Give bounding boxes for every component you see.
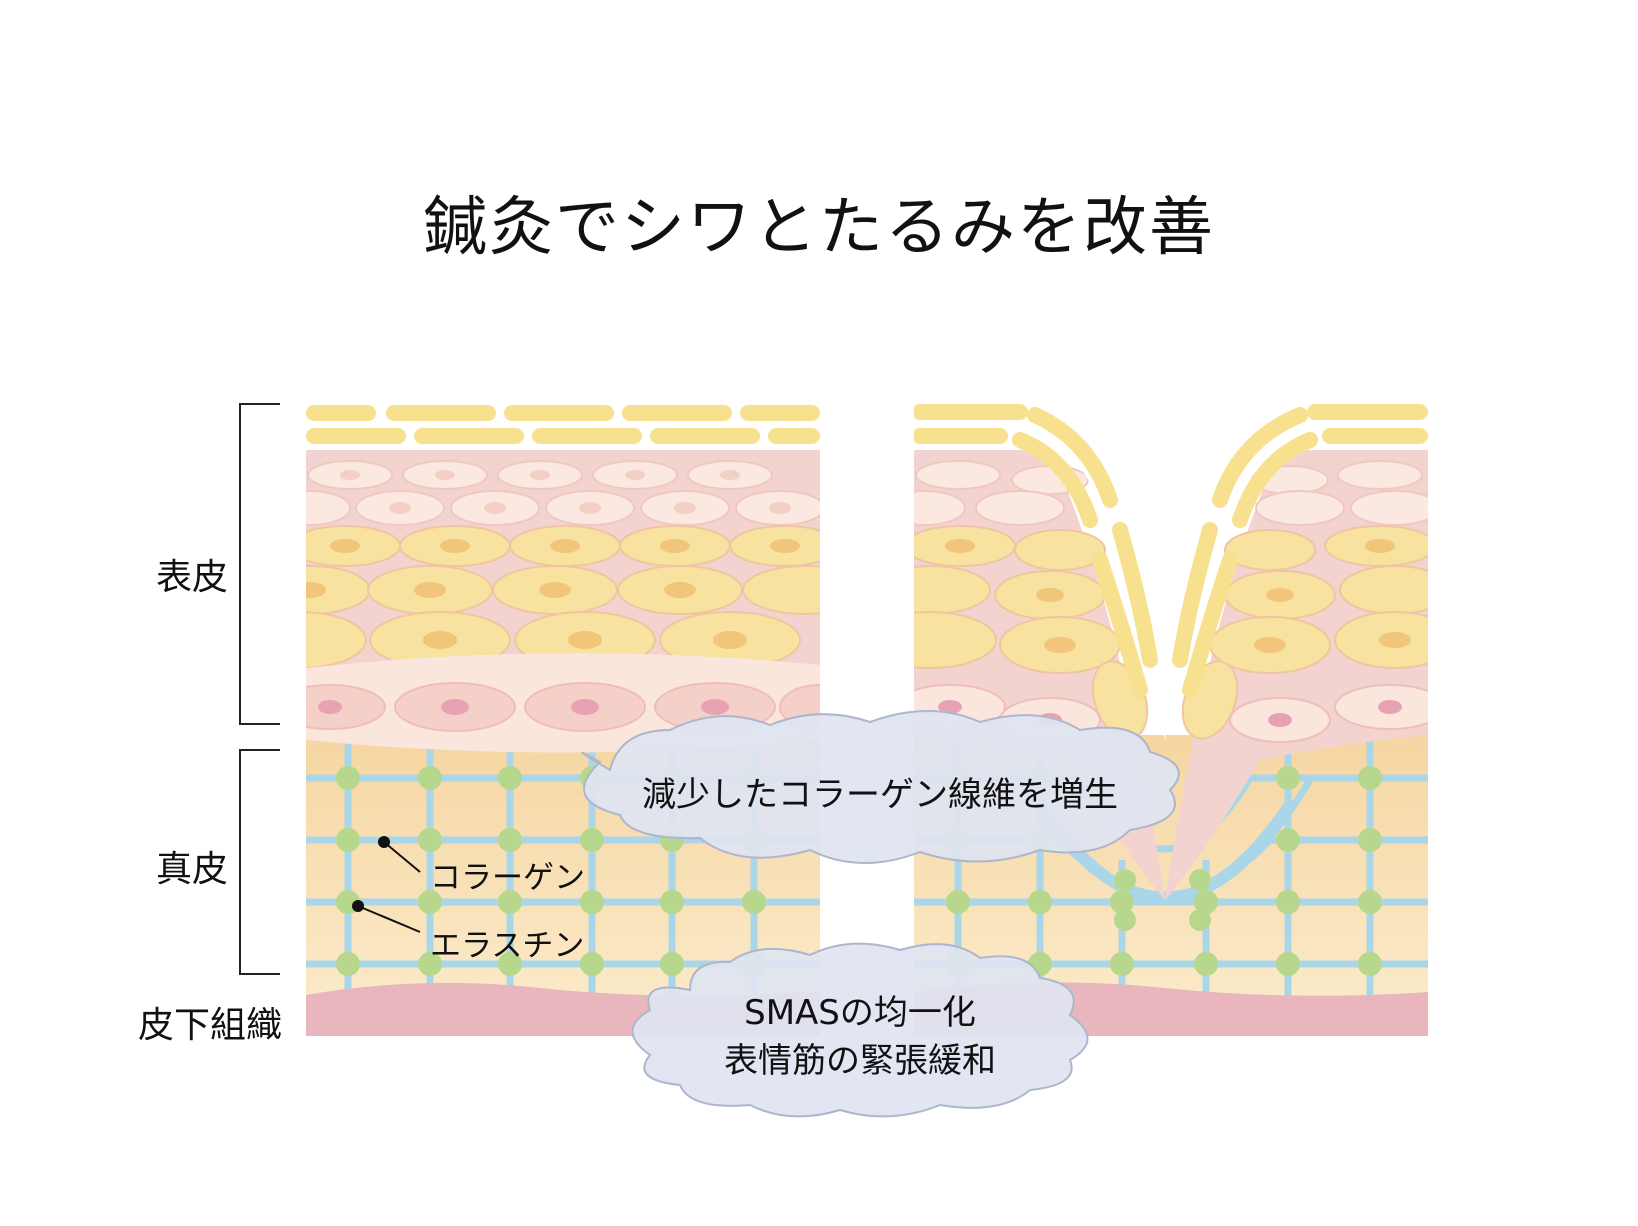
stratum-corneum	[306, 404, 820, 444]
label-collagen: コラーゲン	[430, 860, 585, 896]
page-title: 鍼灸でシワとたるみを改善	[423, 191, 1215, 265]
normal-skin-panel	[306, 404, 820, 1036]
callout-smas-line1: SMASの均一化	[744, 993, 976, 1033]
callout-cloud-smas	[631, 942, 1089, 1118]
elastin-nodes-wrinkled	[946, 766, 1382, 976]
label-elastin: エラスチン	[430, 928, 585, 964]
layer-brackets	[239, 403, 280, 975]
callout-cloud-collagen	[581, 710, 1180, 864]
label-dermis: 真皮	[156, 849, 229, 890]
callout-collagen-increase: 減少したコラーゲン線維を増生	[642, 775, 1118, 815]
fiber-pointers	[352, 836, 421, 933]
callout-smas-line2: 表情筋の緊張緩和	[724, 1041, 996, 1081]
label-epidermis: 表皮	[156, 557, 229, 598]
label-subcutaneous: 皮下組織	[138, 1005, 283, 1046]
stratum-corneum-wrinkled	[914, 404, 1428, 698]
